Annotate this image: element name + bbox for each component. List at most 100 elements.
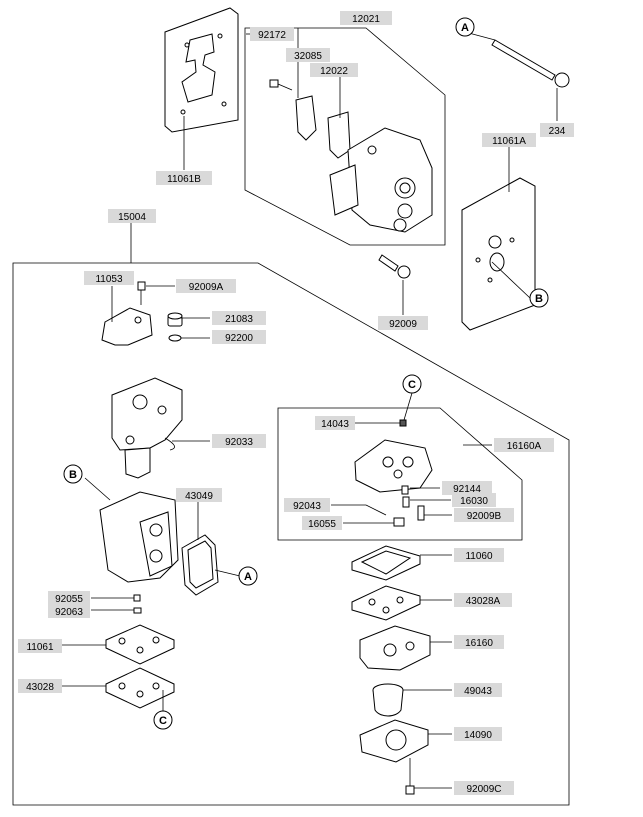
svg-text:43049: 43049 (185, 491, 213, 502)
diaphragm-43028a-drawing (351, 585, 421, 621)
label-21083: 21083 (212, 311, 266, 325)
marker-b-right: B (529, 288, 549, 308)
svg-text:234: 234 (549, 126, 566, 137)
label-92009b: 92009B (454, 508, 514, 522)
label-14090: 14090 (454, 727, 502, 741)
screw-92009-drawing (378, 254, 411, 279)
cover-14090-drawing (359, 719, 429, 763)
label-12021: 12021 (340, 11, 392, 25)
label-11060: 11060 (454, 548, 504, 562)
diaphragm-43028-drawing (105, 667, 175, 709)
marker-a-top: A (455, 17, 475, 37)
svg-text:11061: 11061 (26, 642, 54, 653)
gasket-11061b-drawing (164, 7, 239, 133)
svg-text:11060: 11060 (465, 551, 493, 562)
svg-text:16160A: 16160A (507, 441, 542, 452)
marker-c-pump: C (402, 374, 422, 394)
primer-bulb-49043-drawing (372, 683, 404, 717)
label-14043: 14043 (315, 416, 355, 430)
svg-text:C: C (408, 379, 416, 391)
pump-subgroup-outline (277, 407, 523, 541)
pump-body-16160-drawing (359, 625, 431, 671)
label-16160a: 16160A (494, 438, 554, 452)
screw-92009b-drawing (417, 505, 425, 521)
label-92033: 92033 (212, 434, 266, 448)
svg-text:14043: 14043 (321, 419, 349, 430)
svg-text:16030: 16030 (460, 496, 488, 507)
label-16160: 16160 (454, 635, 504, 649)
svg-text:C: C (159, 715, 167, 727)
svg-text:92009B: 92009B (467, 511, 502, 522)
svg-text:92055: 92055 (55, 594, 83, 605)
label-234: 234 (540, 123, 574, 137)
svg-text:14090: 14090 (464, 730, 492, 741)
svg-text:92172: 92172 (258, 30, 286, 41)
pump-cover-16160a-drawing (354, 439, 433, 493)
svg-text:43028A: 43028A (466, 596, 501, 607)
svg-text:12022: 12022 (320, 66, 348, 77)
svg-text:21083: 21083 (225, 314, 253, 325)
plate-32085-drawing (295, 95, 317, 141)
label-32085: 32085 (286, 48, 330, 62)
pin-92055-drawing (133, 594, 141, 602)
svg-text:A: A (244, 571, 252, 583)
label-43028: 43028 (18, 679, 62, 693)
svg-text:49043: 49043 (464, 686, 492, 697)
gasket-11061-drawing (105, 624, 175, 665)
svg-text:16160: 16160 (465, 638, 493, 649)
label-92009a: 92009A (176, 279, 236, 293)
valve-14043-drawing (399, 419, 407, 427)
svg-text:B: B (69, 469, 77, 481)
label-92144: 92144 (442, 481, 492, 495)
svg-text:16055: 16055 (308, 519, 336, 530)
svg-text:92144: 92144 (453, 484, 481, 495)
label-92009: 92009 (378, 316, 428, 330)
label-92200: 92200 (212, 330, 266, 344)
svg-text:15004: 15004 (118, 212, 146, 223)
svg-text:12021: 12021 (352, 14, 380, 25)
gasket-11061a-drawing (461, 177, 536, 331)
label-16030: 16030 (452, 493, 496, 507)
svg-text:92043: 92043 (293, 501, 321, 512)
label-92063: 92063 (48, 604, 90, 618)
svg-text:92033: 92033 (225, 437, 253, 448)
marker-c-bottom: C (153, 710, 173, 730)
label-92172: 92172 (250, 27, 294, 41)
washer-92200-drawing (168, 334, 182, 342)
svg-text:A: A (461, 22, 469, 34)
label-92055: 92055 (48, 591, 90, 605)
carburetor-group-outline (12, 262, 570, 806)
svg-text:11061A: 11061A (492, 136, 526, 147)
svg-text:11061B: 11061B (167, 174, 201, 185)
screw-92009c-drawing (405, 758, 415, 795)
label-49043: 49043 (454, 683, 502, 697)
svg-text:B: B (535, 293, 543, 305)
svg-text:43028: 43028 (26, 682, 54, 693)
plug-21083-drawing (167, 312, 183, 327)
carburetor-main-body-drawing (111, 377, 183, 479)
carburetor-body-b-drawing (99, 491, 179, 583)
label-11061b: 11061B (156, 171, 212, 185)
plate-12022-drawing (327, 111, 351, 159)
svg-text:11053: 11053 (95, 274, 123, 285)
label-43028a: 43028A (454, 593, 512, 607)
label-92009c: 92009C (454, 781, 514, 795)
label-11061: 11061 (18, 639, 62, 653)
svg-text:92063: 92063 (55, 607, 83, 618)
svg-text:92009A: 92009A (189, 282, 224, 293)
carburetor-body-12021-drawing (329, 127, 433, 233)
label-43049: 43049 (176, 488, 222, 502)
marker-b-left: B (63, 464, 83, 484)
leader-lines (62, 28, 558, 789)
svg-text:92200: 92200 (225, 333, 253, 344)
svg-text:32085: 32085 (294, 51, 322, 62)
plug-92144-drawing (401, 485, 409, 495)
svg-text:92009C: 92009C (466, 784, 501, 795)
spring-92033-drawing (164, 437, 175, 451)
gasket-43049-drawing (181, 534, 219, 596)
label-11061a: 11061A (482, 133, 536, 147)
screw-16030-drawing (402, 496, 410, 508)
screw-92009a-drawing (137, 281, 146, 305)
cylinder-group-outline (244, 27, 446, 246)
